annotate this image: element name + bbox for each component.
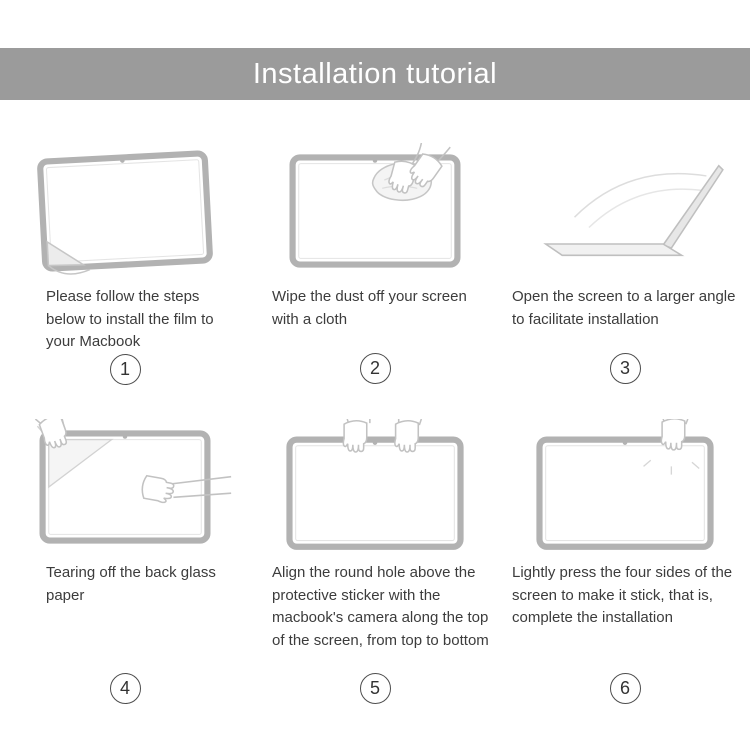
step-1-illustration [0,142,250,280]
steps-grid: Please follow the steps below to install… [0,142,750,710]
open-laptop-illustration-icon [543,164,724,257]
film-peel-illustration-icon [37,150,213,275]
press-sides-illustration-icon [536,419,714,550]
step-4-number: 4 [109,673,141,704]
step-1-number: 1 [109,353,141,385]
step-4-number-badge: 4 [0,673,250,710]
page-title: Installation tutorial [252,57,498,90]
step-6-illustration [500,418,750,556]
step-2-caption: Wipe the dust off your screen with a clo… [272,288,467,328]
step-5-illustration [250,418,500,556]
step-6-caption: Lightly press the four sides of the scre… [512,564,733,626]
step-3: Open the screen to a larger angle to fac… [500,142,750,390]
step-2-number: 2 [359,353,391,384]
tear-back-paper-illustration-icon [34,419,232,544]
step-2-illustration [250,142,500,280]
step-5-number: 5 [359,673,391,704]
step-1-caption: Please follow the steps below to install… [46,288,214,350]
step-2-number-badge: 2 [250,353,500,390]
step-1-number-badge: 1 [0,353,250,391]
step-2: Wipe the dust off your screen with a clo… [250,142,500,390]
align-camera-illustration-icon [286,419,464,550]
step-4-caption: Tearing off the back glass paper [46,564,216,604]
step-5-number-badge: 5 [250,673,500,710]
step-3-illustration [500,142,750,280]
step-6-number-badge: 6 [500,673,750,710]
step-3-number-badge: 3 [500,353,750,390]
step-3-caption: Open the screen to a larger angle to fac… [512,288,736,328]
step-4: Tearing off the back glass paper 4 [0,418,250,710]
step-1: Please follow the steps below to install… [0,142,250,390]
step-4-illustration [0,418,250,556]
step-5: Align the round hole above the protectiv… [250,418,500,710]
step-6: Lightly press the four sides of the scre… [500,418,750,710]
wipe-cloth-illustration-icon [289,143,461,268]
step-3-number: 3 [609,353,641,384]
step-6-number: 6 [609,673,641,704]
step-5-caption: Align the round hole above the protectiv… [272,564,489,649]
tutorial-header: Installation tutorial [0,48,750,100]
